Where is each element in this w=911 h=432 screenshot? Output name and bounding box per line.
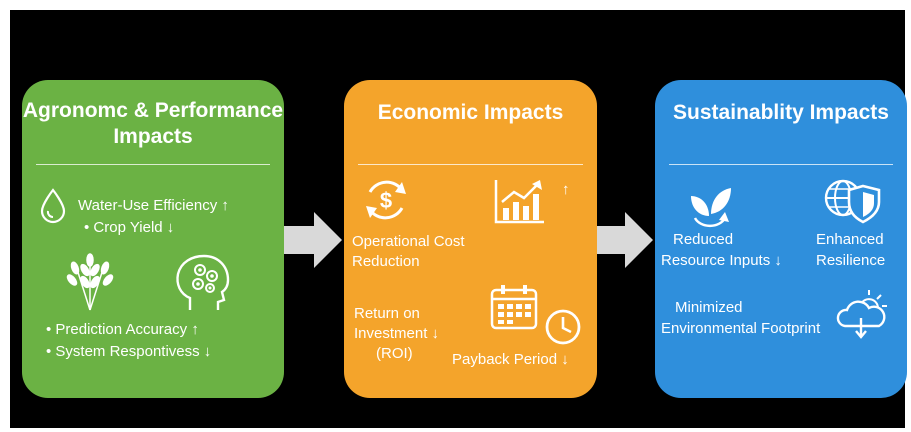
sustainability-divider [669, 164, 893, 165]
system-responsiveness-text: • System Respontivess ↓ [46, 343, 212, 360]
operational-cost-line2: Reduction [352, 253, 420, 270]
agronomic-title: Agronomc & Performance Impacts [22, 98, 284, 150]
cloud-sun-rain-icon [836, 290, 887, 339]
prediction-accuracy-text: • Prediction Accuracy ↑ [46, 321, 199, 338]
sustainability-card: Sustainablity Impacts Reduced Resource I… [655, 80, 907, 398]
recycle-leaves-icon [691, 188, 731, 228]
svg-text:$: $ [380, 188, 392, 213]
clock-icon [545, 309, 581, 345]
crop-yield-text: • Crop Yield ↓ [84, 219, 175, 236]
agronomic-divider [36, 164, 270, 165]
agronomic-card: Agronomc & Performance Impacts Water-Use… [22, 80, 284, 398]
reduced-line1: Reduced [673, 231, 734, 248]
agronomic-title-line1: Agronomc & Performance [22, 99, 284, 122]
globe-shield-icon [824, 179, 881, 224]
calendar-icon [490, 285, 538, 330]
roi-line2: Investment ↓ [354, 325, 440, 342]
payback-period-text: Payback Period ↓ [452, 351, 569, 368]
enhanced-line1: Enhanced [816, 231, 884, 248]
flow-arrow-1-icon [284, 212, 342, 268]
operational-cost-line1: Operational Cost [352, 233, 465, 250]
economic-card: Economic Impacts $ ↑ Operational Cost Re… [344, 80, 597, 398]
minimized-line2: Environmental Footprint [661, 320, 821, 337]
sustainability-title: Sustainablity Impacts [673, 101, 889, 124]
wheat-icon [66, 253, 114, 311]
enhanced-line2: Resilience [816, 252, 886, 269]
water-use-efficiency-text: Water-Use Efficiency ↑ [78, 197, 229, 214]
chart-up-arrow: ↑ [562, 181, 570, 198]
minimized-line1: Minimized [675, 299, 743, 316]
economic-divider [358, 164, 583, 165]
roi-line3: (ROI) [376, 345, 413, 362]
roi-line1: Return on [354, 305, 420, 322]
brain-gears-head-icon [176, 254, 230, 310]
dollar-cycle-icon: $ [366, 180, 406, 220]
growth-chart-icon [494, 180, 544, 224]
reduced-line2: Resource Inputs ↓ [661, 252, 782, 269]
flow-arrow-2-icon [597, 212, 653, 268]
water-drop-icon [40, 188, 66, 224]
agronomic-title-line2: Impacts [113, 125, 193, 148]
economic-title: Economic Impacts [377, 101, 564, 124]
